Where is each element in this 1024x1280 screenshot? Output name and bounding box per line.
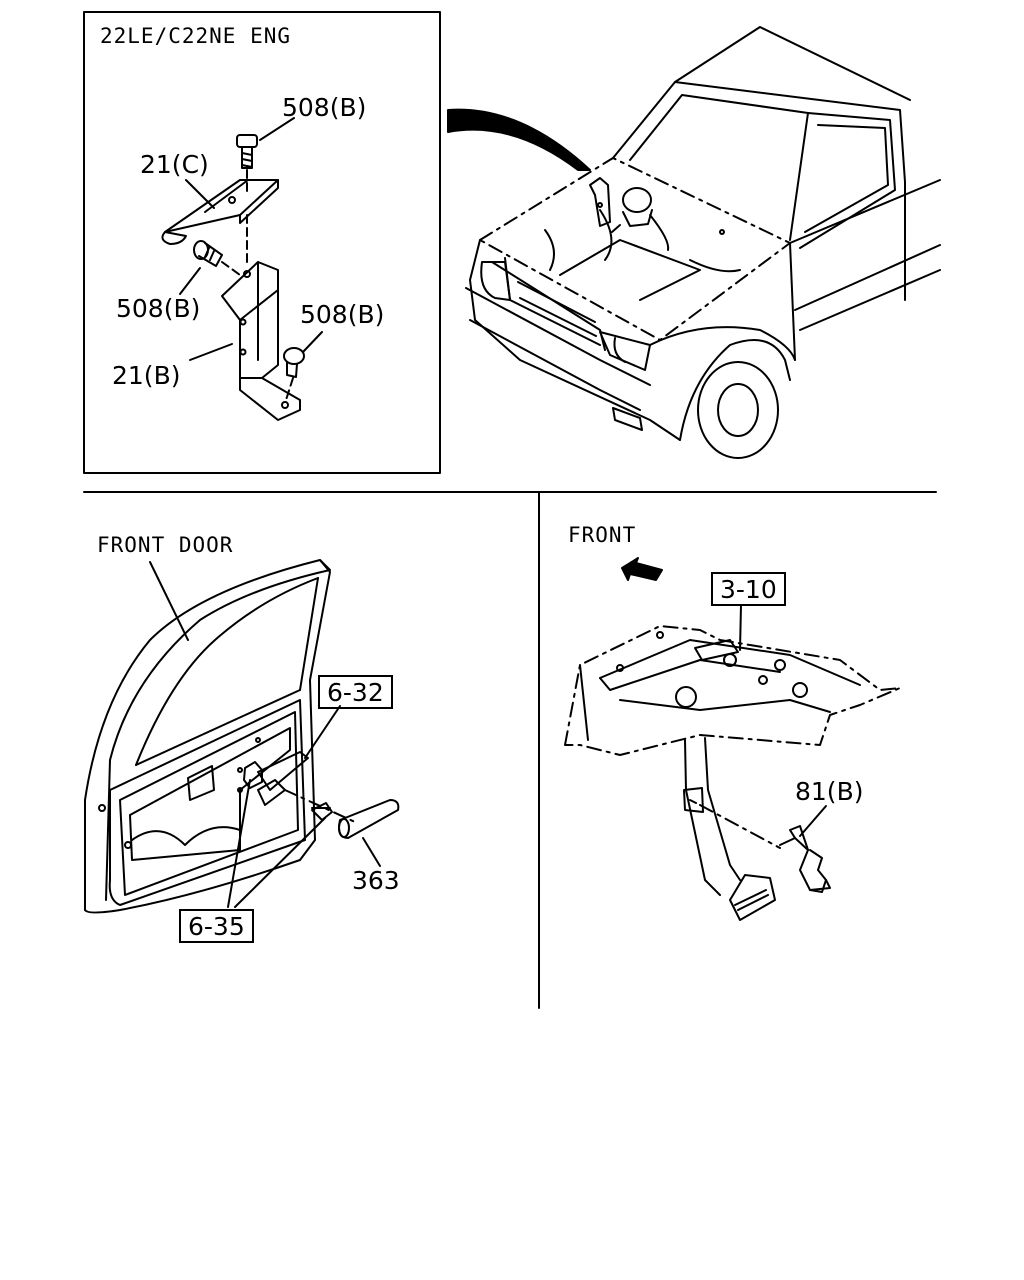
label-bolt-left: 508(B) xyxy=(116,294,201,323)
engine-bracket-assembly xyxy=(161,117,323,421)
ref-box-upper[interactable]: 6-32 xyxy=(318,675,393,709)
front-direction-label: FRONT xyxy=(568,523,637,547)
bolt-right-icon xyxy=(283,347,305,378)
front-door-illustration xyxy=(84,559,400,914)
pickup-truck-illustration xyxy=(465,26,941,459)
bracket-lower-icon xyxy=(221,261,301,421)
label-bracket-lower: 21(B) xyxy=(112,361,181,390)
label-tube-part: 363 xyxy=(352,866,400,895)
front-direction-arrow xyxy=(621,557,663,581)
brake-pedal-illustration xyxy=(564,557,901,921)
engine-panel-title: 22LE/C22NE ENG xyxy=(100,24,292,48)
label-stop-switch: 81(B) xyxy=(795,777,864,806)
bolt-left-icon xyxy=(193,240,223,267)
stop-lamp-switch-icon xyxy=(779,825,831,893)
label-bracket-upper: 21(C) xyxy=(140,150,209,179)
bracket-upper-icon xyxy=(161,179,279,245)
ref-box-pedal[interactable]: 3-10 xyxy=(711,572,786,606)
label-bolt-right: 508(B) xyxy=(300,300,385,329)
door-panel-title: FRONT DOOR xyxy=(97,533,234,557)
pointer-arrow xyxy=(447,108,591,171)
tube-part-icon xyxy=(338,799,400,839)
ref-box-lower[interactable]: 6-35 xyxy=(179,909,254,943)
bolt-top-icon xyxy=(236,134,258,169)
engine-inset-frame xyxy=(83,11,441,474)
label-bolt-top: 508(B) xyxy=(282,93,367,122)
screw-icon xyxy=(311,802,333,821)
